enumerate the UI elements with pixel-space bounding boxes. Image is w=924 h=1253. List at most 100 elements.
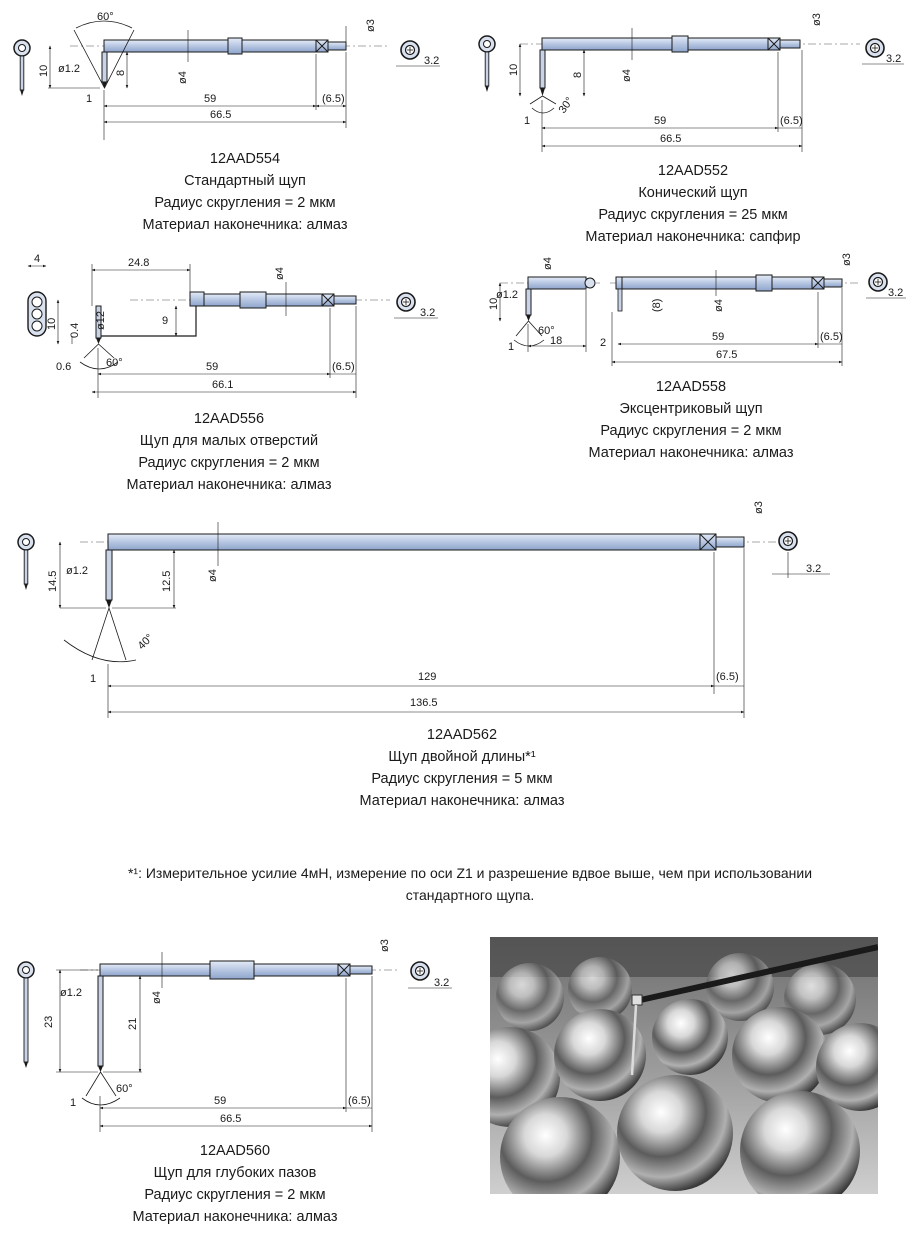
- footnote: *¹: Измерительное усилие 4мН, измерение …: [40, 862, 900, 906]
- dim-total: 66.5: [660, 133, 681, 145]
- product-photo: [490, 937, 878, 1194]
- probe-code: 12AAD554: [209, 151, 281, 167]
- footnote-line-1: *¹: Измерительное усилие 4мН, измерение …: [127, 865, 813, 881]
- probe-radius: Радиус скругления = 2 мкм: [138, 455, 320, 471]
- dim-total: 136.5: [410, 697, 438, 709]
- dim-r32: 3.2: [424, 55, 439, 67]
- dim-total: 66.5: [220, 1113, 241, 1125]
- probe-drawing-12AAD562: 40° 14.5 ø1.2 12.5 ø4 ø3 1 129 (6.5) 136…: [17, 501, 830, 718]
- dim-angle: 30°: [557, 95, 576, 116]
- probe-name: Щуп для глубоких пазов: [153, 1165, 317, 1181]
- dim-dia2: ø4: [713, 299, 725, 312]
- dim-tip: 1: [524, 115, 530, 127]
- dim-tip: 1: [508, 341, 514, 353]
- probe-name: Стандартный щуп: [184, 173, 306, 189]
- probe-code: 12AAD552: [657, 163, 729, 179]
- dim-angle: 60°: [116, 1083, 133, 1095]
- probe-code: 12AAD562: [426, 727, 498, 743]
- dim-h1: 10: [38, 65, 50, 77]
- dim-len: 129: [418, 671, 436, 683]
- probe-radius: Радиус скругления = 2 мкм: [144, 1187, 326, 1203]
- dim-r32: 3.2: [420, 307, 435, 319]
- dim-rear: (6.5): [780, 115, 803, 127]
- dim-d3: ø3: [753, 501, 765, 514]
- probe-radius: Радиус скругления = 25 мкм: [598, 207, 788, 223]
- dim-len: 59: [206, 361, 218, 373]
- dim-top: 24.8: [128, 257, 149, 269]
- dim-w18: 18: [550, 335, 562, 347]
- caption-12AAD554: 12AAD554 Стандартный щуп Радиус скруглен…: [65, 148, 425, 236]
- dim-tip: 0.6: [56, 361, 71, 373]
- dim-dia: ø4: [207, 569, 219, 582]
- dim-h1: 10: [488, 298, 500, 310]
- probe-material: Материал наконечника: алмаз: [588, 445, 794, 461]
- probe-code: 12AAD560: [199, 1143, 271, 1159]
- dim-len: 59: [712, 331, 724, 343]
- dim-angle: 60°: [538, 325, 555, 337]
- probe-radius: Радиус скругления = 2 мкм: [600, 423, 782, 439]
- dim-shank: ø1.2: [66, 565, 88, 577]
- dim-rear: (6.5): [716, 671, 739, 683]
- dim-h3: 9: [162, 315, 168, 327]
- probe-name: Эксцентриковый щуп: [619, 401, 763, 417]
- probe-material: Материал наконечника: алмаз: [132, 1209, 338, 1225]
- probe-drawing-12AAD558: 60° ø4 10 ø1.2 18 1 (8) ø4 ø3 2 59 (6.5)…: [488, 253, 906, 366]
- caption-12AAD552: 12AAD552 Конический щуп Радиус скруглени…: [513, 160, 873, 248]
- dim-shank: ø12: [95, 311, 107, 330]
- dim-w4: 4: [34, 253, 40, 265]
- dim-len: 59: [654, 115, 666, 127]
- dim-dia: ø4: [542, 257, 554, 270]
- probe-drawing-12AAD554: 60° 10 ø1.2 8 ø4 ø3 59 (6.5) 66.5 1 3.2: [13, 11, 440, 140]
- probe-material: Материал наконечника: алмаз: [359, 793, 565, 809]
- dim-total: 66.5: [210, 109, 231, 121]
- dim-angle: 40°: [136, 632, 156, 652]
- dim-angle: 60°: [106, 357, 123, 369]
- dim-dia: ø4: [274, 267, 286, 280]
- probe-radius: Радиус скругления = 5 мкм: [371, 771, 553, 787]
- dim-len: 59: [204, 93, 216, 105]
- dim-dia: ø4: [151, 991, 163, 1004]
- probe-drawing-12AAD552: 30° 10 8 ø4 ø3 59 (6.5) 66.5 1 3.2: [478, 13, 904, 152]
- dim-h2: 8: [115, 70, 127, 76]
- dim-tip: 1: [90, 673, 96, 685]
- probe-material: Материал наконечника: сапфир: [585, 229, 801, 245]
- probe-code: 12AAD556: [193, 411, 265, 427]
- dim-rear: (6.5): [348, 1095, 371, 1107]
- probe-material: Материал наконечника: алмаз: [142, 217, 348, 233]
- dim-shank: ø1.2: [58, 63, 80, 75]
- dim-h2: 0.4: [69, 323, 81, 338]
- dim-two: 2: [600, 337, 606, 349]
- caption-12AAD558: 12AAD558 Эксцентриковый щуп Радиус скруг…: [511, 376, 871, 464]
- dim-len: 59: [214, 1095, 226, 1107]
- dim-r32: 3.2: [886, 53, 901, 65]
- footnote-line-2: стандартного щупа.: [405, 887, 535, 903]
- dim-h2: 8: [572, 72, 584, 78]
- dim-h2: 21: [127, 1018, 139, 1030]
- dim-tip: 1: [86, 93, 92, 105]
- dim-rear: (6.5): [322, 93, 345, 105]
- dim-tip: 1: [70, 1097, 76, 1109]
- probe-drawing-12AAD560: 60° ø1.2 23 21 ø4 ø3 1 59 (6.5) 66.5 3.2: [17, 939, 452, 1132]
- caption-12AAD562: 12AAD562 Щуп двойной длины*¹ Радиус скру…: [282, 724, 642, 812]
- probe-name: Щуп для малых отверстий: [139, 433, 319, 449]
- dim-dia: ø4: [177, 71, 189, 84]
- dim-d3: ø3: [379, 939, 391, 952]
- dim-h1: 10: [46, 318, 58, 330]
- dim-h1: 14.5: [47, 571, 59, 592]
- dim-dia: ø4: [621, 69, 633, 82]
- caption-12AAD556: 12AAD556 Щуп для малых отверстий Радиус …: [49, 408, 409, 496]
- dim-h1: 23: [43, 1016, 55, 1028]
- dim-h2: 12.5: [161, 571, 173, 592]
- probe-radius: Радиус скругления = 2 мкм: [154, 195, 336, 211]
- probe-name: Щуп двойной длины*¹: [388, 749, 536, 765]
- dim-total: 66.1: [212, 379, 233, 391]
- dim-shank: ø1.2: [496, 289, 518, 301]
- probe-code: 12AAD558: [655, 379, 727, 395]
- caption-12AAD560: 12AAD560 Щуп для глубоких пазов Радиус с…: [55, 1140, 415, 1228]
- dim-d3: ø3: [811, 13, 823, 26]
- probe-drawing-12AAD556: 4 60° 24.8 10 0.4 ø12 9 ø4 59 (6.5): [27, 253, 438, 398]
- dim-rear: (6.5): [820, 331, 843, 343]
- dim-d3: ø3: [841, 253, 853, 266]
- dim-d3: ø3: [365, 19, 377, 32]
